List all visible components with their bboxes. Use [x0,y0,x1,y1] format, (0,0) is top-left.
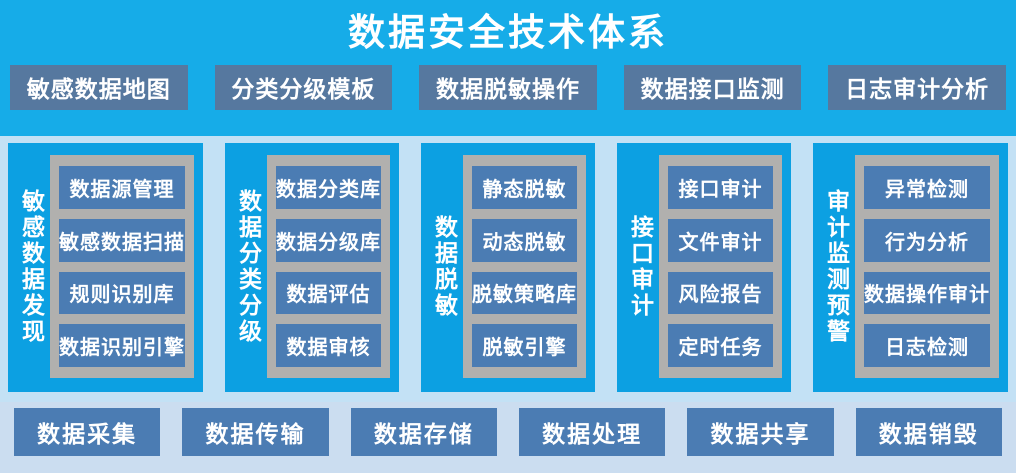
item-box: 定时任务 [668,324,773,367]
column-panel-data-classification-grading: 数据分类分级 数据分类库 数据分级库 数据评估 数据审核 [225,143,399,392]
column-panel-audit-monitoring-warning: 审计监测预警 异常检测 行为分析 数据操作审计 日志检测 [813,143,1008,392]
header-row: 敏感数据地图 分类分级模板 数据脱敏操作 数据接口监测 日志审计分析 [0,54,1016,110]
items-tray: 接口审计 文件审计 风险报告 定时任务 [659,155,782,378]
item-box: 数据分类库 [276,166,381,209]
header-box-sensitive-data-map: 敏感数据地图 [10,64,188,110]
bottom-box-data-sharing: 数据共享 [687,408,834,456]
item-box: 脱敏引擎 [472,324,577,367]
item-box: 数据审核 [276,324,381,367]
item-box: 敏感数据扫描 [59,218,185,262]
bottom-box-data-processing: 数据处理 [518,408,666,456]
item-box: 接口审计 [668,166,773,209]
items-tray: 数据源管理 敏感数据扫描 规则识别库 数据识别引擎 [50,155,194,378]
item-box: 规则识别库 [59,271,185,315]
item-box: 静态脱敏 [472,166,577,209]
column-label: 数据分类分级 [235,188,262,345]
bottom-box-data-transmission: 数据传输 [182,408,329,456]
item-box: 数据分级库 [276,218,381,262]
column-panel-interface-audit: 接口审计 接口审计 文件审计 风险报告 定时任务 [617,143,791,392]
capability-band: 敏感数据发现 数据源管理 敏感数据扫描 规则识别库 数据识别引擎 数据分类分级 … [0,136,1016,402]
header-box-masking-operation: 数据脱敏操作 [419,64,597,110]
header-box-interface-monitoring: 数据接口监测 [623,64,802,110]
column-label: 接口审计 [627,214,654,319]
column-panel-sensitive-data-discovery: 敏感数据发现 数据源管理 敏感数据扫描 规则识别库 数据识别引擎 [8,143,203,392]
items-tray: 异常检测 行为分析 数据操作审计 日志检测 [855,155,999,378]
item-box: 数据源管理 [59,166,185,209]
item-box: 文件审计 [668,218,773,262]
item-box: 行为分析 [864,218,990,262]
item-box: 脱敏策略库 [472,271,577,315]
title-band: 数据安全技术体系 敏感数据地图 分类分级模板 数据脱敏操作 数据接口监测 日志审… [0,0,1016,136]
items-tray: 静态脱敏 动态脱敏 脱敏策略库 脱敏引擎 [463,155,586,378]
item-box: 日志检测 [864,324,990,367]
column-panel-data-masking: 数据脱敏 静态脱敏 动态脱敏 脱敏策略库 脱敏引擎 [421,143,595,392]
bottom-box-data-destruction: 数据销毁 [855,408,1002,456]
column-label: 审计监测预警 [823,188,850,345]
bottom-box-data-collection: 数据采集 [14,408,161,456]
item-box: 数据操作审计 [864,271,990,315]
page-title: 数据安全技术体系 [348,12,668,53]
bottom-box-data-storage: 数据存储 [350,408,497,456]
item-box: 异常检测 [864,166,990,209]
column-label: 敏感数据发现 [18,188,45,345]
item-box: 数据识别引擎 [59,324,185,367]
column-label: 数据脱敏 [431,214,458,319]
header-box-log-audit-analysis: 日志审计分析 [828,64,1006,110]
items-tray: 数据分类库 数据分级库 数据评估 数据审核 [267,155,390,378]
lifecycle-row: 数据采集 数据传输 数据存储 数据处理 数据共享 数据销毁 [0,402,1016,473]
item-box: 风险报告 [668,271,773,315]
item-box: 动态脱敏 [472,218,577,262]
item-box: 数据评估 [276,271,381,315]
header-box-classification-template: 分类分级模板 [214,64,393,110]
